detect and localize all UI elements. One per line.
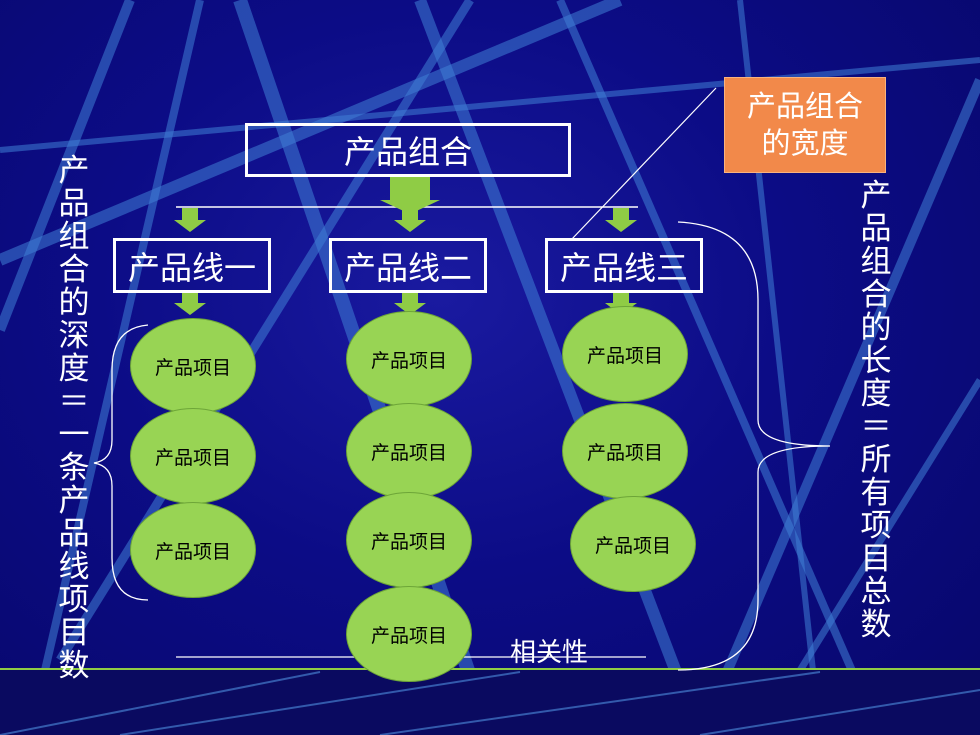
product-line-3-label: 产品线三: [559, 248, 688, 287]
product-item: 产品项目: [346, 586, 472, 682]
arrow-line-2-items: [394, 293, 426, 315]
product-item-label: 产品项目: [154, 356, 231, 379]
arrow-line-3-items: [605, 293, 637, 315]
bg-streak: [26, 0, 204, 735]
bg-streak: [556, 0, 884, 735]
product-line-2-box: 产品线二: [329, 238, 487, 293]
product-line-1-box: 产品线一: [113, 238, 271, 293]
arrow-to-line-3: [605, 208, 637, 232]
product-item-label: 产品项目: [586, 441, 663, 464]
length-brace: [677, 221, 831, 671]
product-item: 产品项目: [562, 306, 688, 402]
product-item-label: 产品项目: [370, 624, 447, 647]
product-line-1-label: 产品线一: [127, 248, 256, 287]
arrow-line-1-items: [174, 293, 206, 315]
product-item: 产品项目: [346, 492, 472, 588]
mix-length-label: 产品组合的长度＝所有项目总数: [860, 178, 892, 643]
root-arrow: [380, 177, 440, 214]
depth-brace: [93, 324, 149, 601]
bg-streak: [0, 0, 135, 332]
product-mix-box: 产品组合: [245, 123, 571, 177]
product-item: 产品项目: [346, 311, 472, 407]
product-item-label: 产品项目: [586, 344, 663, 367]
floor-streak: [379, 671, 821, 735]
product-item-label: 产品项目: [370, 530, 447, 553]
product-item: 产品项目: [562, 403, 688, 499]
bg-streak: [0, 0, 623, 266]
floor-streak: [119, 671, 521, 735]
mix-width-callout: 产品组合的宽度: [724, 77, 886, 173]
product-item-label: 产品项目: [594, 534, 671, 557]
bg-streak: [0, 57, 980, 153]
product-item: 产品项目: [346, 403, 472, 499]
product-item: 产品项目: [570, 496, 696, 592]
bg-streak: [414, 0, 706, 735]
product-item: 产品项目: [130, 502, 256, 598]
bg-streak: [56, 0, 474, 663]
floor-streak: [699, 689, 980, 735]
product-item: 产品项目: [130, 318, 256, 414]
product-line-3-box: 产品线三: [545, 238, 703, 293]
floor-streak: [0, 671, 321, 735]
product-item-label: 产品项目: [154, 446, 231, 469]
product-item: 产品项目: [130, 408, 256, 504]
arrow-to-line-1: [174, 208, 206, 232]
product-item-label: 产品项目: [370, 349, 447, 372]
floor-strip: [0, 668, 980, 735]
bg-streak: [695, 78, 980, 735]
product-mix-label: 产品组合: [343, 133, 472, 171]
mix-depth-label: 产品组合的深度＝一条产品线项目数: [58, 153, 90, 684]
product-item-label: 产品项目: [154, 540, 231, 563]
width-pointer-line: [570, 87, 717, 241]
product-item-label: 产品项目: [370, 441, 447, 464]
mix-width-label: 产品组合的宽度: [746, 89, 863, 160]
correlation-label: 相关性: [510, 638, 589, 668]
arrow-to-line-2: [394, 208, 426, 232]
product-line-2-label: 产品线二: [343, 248, 472, 287]
